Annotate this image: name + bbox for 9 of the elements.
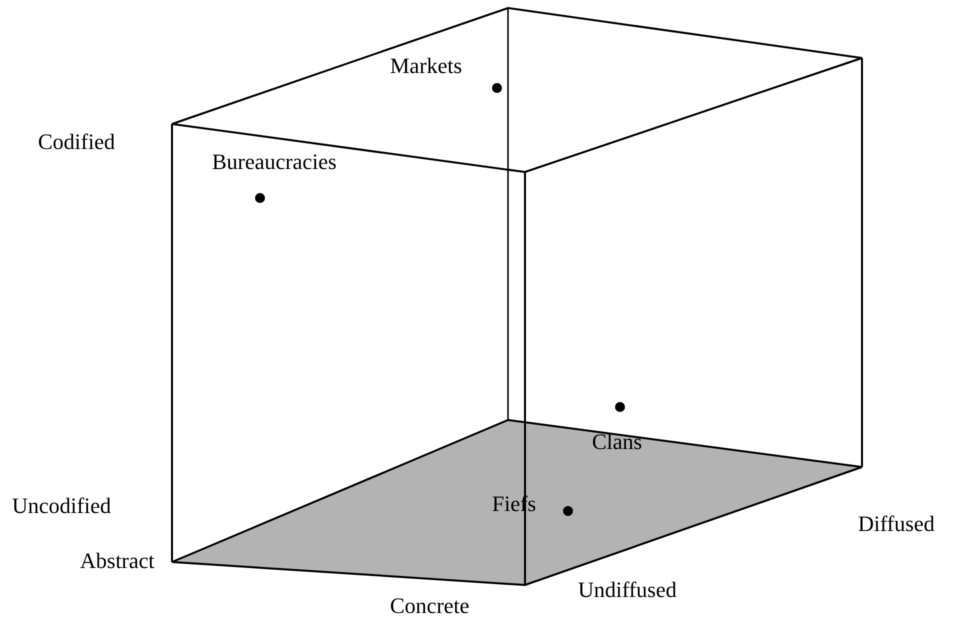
axis-label: Clans	[592, 428, 642, 456]
axis-label: Markets	[390, 52, 462, 80]
axis-label: Bureaucracies	[212, 148, 337, 176]
axis-label: Uncodified	[12, 492, 111, 520]
axis-label: Undiffused	[578, 576, 677, 604]
axis-label: Diffused	[858, 510, 935, 538]
axis-label: Concrete	[390, 592, 470, 620]
axis-label: Abstract	[80, 547, 155, 575]
axis-label: Codified	[38, 128, 115, 156]
